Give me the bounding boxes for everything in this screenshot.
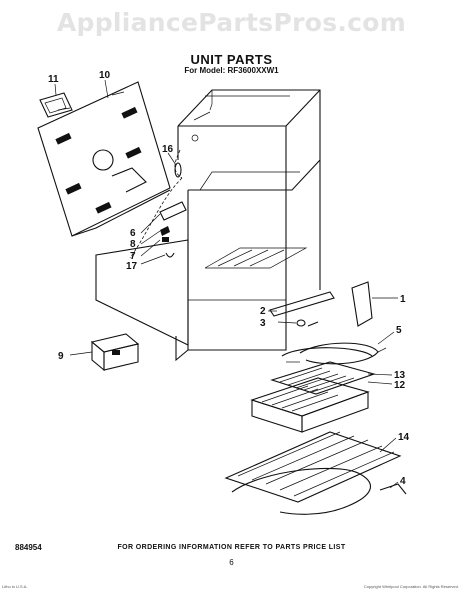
watermark: AppliancePartsPros.com — [56, 8, 407, 37]
lower-panel — [95, 239, 189, 346]
wiring — [129, 149, 187, 259]
part-9-box — [90, 333, 140, 372]
callout-12: 12 — [394, 380, 406, 391]
callout-17: 17 — [126, 261, 138, 272]
model-line: For Model: RF3600XXW1 — [184, 66, 279, 75]
callout-13: 13 — [394, 370, 406, 381]
part-3-clip — [296, 319, 319, 327]
diagram-title: UNIT PARTS — [190, 52, 273, 67]
footer-page-number: 6 — [229, 558, 234, 567]
part-4-bake-element — [231, 467, 407, 515]
callout-16: 16 — [162, 144, 174, 155]
callout-labels: 11 10 16 6 8 7 17 1 2 3 5 13 12 14 4 9 — [48, 70, 410, 487]
part-1-pad — [351, 281, 373, 327]
part-11-plate — [39, 92, 73, 118]
part-12-broil-pan — [250, 377, 370, 433]
callout-6: 6 — [130, 228, 136, 239]
callout-9: 9 — [58, 351, 64, 362]
callout-14: 14 — [398, 432, 410, 443]
callout-4: 4 — [400, 476, 406, 487]
part-14-oven-rack — [224, 431, 402, 503]
footer-order-info: FOR ORDERING INFORMATION REFER TO PARTS … — [117, 544, 346, 551]
callout-11: 11 — [48, 74, 59, 85]
part-2-strip — [269, 291, 335, 317]
footer-copyright: Copyright Whirlpool Corporation. All Rig… — [363, 584, 459, 589]
callout-5: 5 — [396, 325, 402, 336]
footer-code: 884954 — [15, 543, 42, 552]
callout-8: 8 — [130, 239, 136, 250]
part-10-back-panel — [37, 81, 171, 237]
callout-2: 2 — [260, 306, 266, 317]
callout-10: 10 — [99, 70, 111, 81]
leader-lines — [54, 79, 399, 489]
callout-1: 1 — [400, 294, 406, 305]
footer-litho-note: Litho in U.S.A. — [2, 584, 28, 589]
callout-3: 3 — [260, 318, 266, 329]
callout-7: 7 — [130, 251, 136, 262]
oven-body-frame — [175, 89, 321, 362]
part-5-broil-element — [281, 342, 387, 365]
